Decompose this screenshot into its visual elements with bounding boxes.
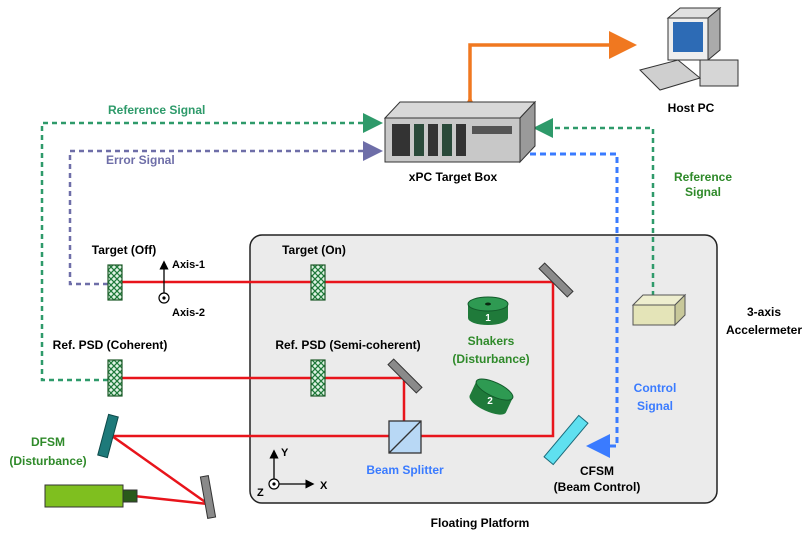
ref-psd-semi-coherent [310,359,326,397]
reference-signal-right-label-1: Reference [674,170,732,184]
ref-psd-coherent-label: Ref. PSD (Coherent) [53,338,168,352]
reference-signal-right-label-2: Signal [685,185,721,199]
beam-splitter-label: Beam Splitter [366,463,444,477]
error-signal-label: Error Signal [106,153,175,167]
fold-mirror-bottom [199,475,217,519]
ref-psd-semi-coherent-label: Ref. PSD (Semi-coherent) [275,338,420,352]
reference-signal-left-line [40,113,383,382]
control-signal-label-1: Control [634,381,677,395]
axis-y-label: Y [281,447,289,459]
axis-x-label: X [320,480,328,492]
dfsm-label-2: (Disturbance) [9,454,86,468]
axis2-label: Axis-2 [172,307,205,319]
fold-mirror-semi-coherent [387,358,423,394]
axis1-label: Axis-1 [172,259,205,271]
axis-symbol [158,260,170,304]
accelerometer [631,293,687,327]
coordinate-frame [268,449,315,490]
accelerometer-label-1: 3-axis [747,305,781,319]
shaker-2-number: 2 [487,396,493,407]
dfsm-mirror [97,413,119,459]
cfsm-mirror [543,414,589,466]
shakers-label-2: (Disturbance) [452,352,529,366]
shaker-2 [469,378,514,415]
shaker-1 [467,296,509,325]
reference-signal-right-line [533,118,655,305]
target-off-label: Target (Off) [92,243,156,257]
reference-signal-left-label: Reference Signal [108,103,205,117]
host-pc-icon [639,6,739,91]
dfsm-label-1: DFSM [31,435,65,449]
control-signal-line [530,152,619,458]
axis-z-label: Z [257,487,264,499]
ref-psd-coherent [107,359,123,397]
laser-source [44,484,138,508]
host-pc-label: Host PC [668,101,715,115]
target-off [107,264,123,301]
xpc-target-box-label: xPC Target Box [409,170,498,184]
cfsm-label-2: (Beam Control) [554,480,641,494]
shaker-1-number: 1 [485,313,491,324]
error-signal-line [68,141,383,286]
cfsm-label-1: CFSM [580,464,614,478]
beam-splitter [388,420,422,454]
xpc-target-box [383,100,537,164]
target-on [310,264,326,301]
accelerometer-label-2: Accelermeter [726,323,802,337]
host-link-arrow [456,31,637,124]
shakers-label-1: Shakers [468,334,515,348]
target-on-label: Target (On) [282,243,346,257]
floating-platform-label: Floating Platform [431,516,530,530]
fold-mirror-upper-right [538,262,574,298]
control-signal-label-2: Signal [637,399,673,413]
